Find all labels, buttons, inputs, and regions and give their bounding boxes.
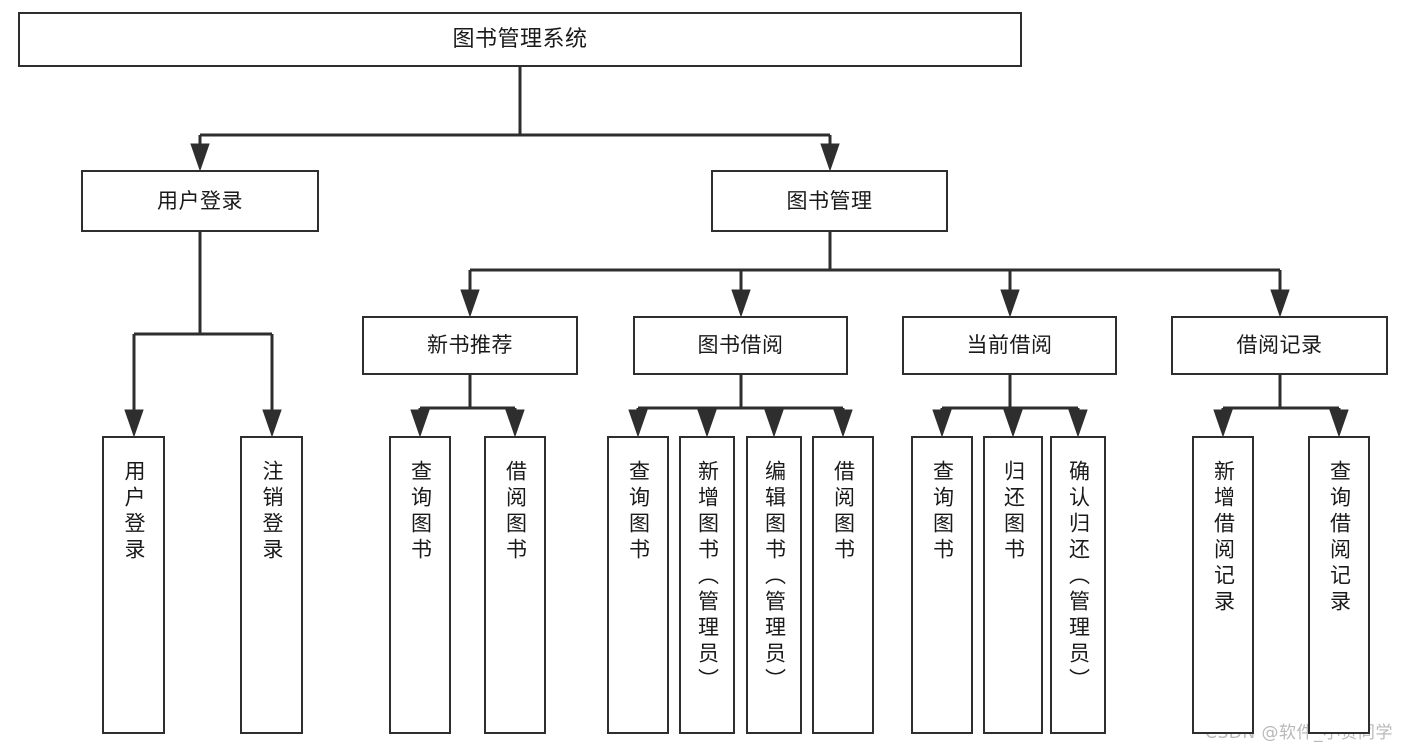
node-leaf-logout[interactable]: 注销登录 — [240, 436, 303, 734]
arrowhead-icon — [1068, 409, 1088, 438]
node-label: 用户登录 — [122, 460, 146, 564]
arrowhead-icon — [1003, 409, 1023, 438]
arrowhead-icon — [820, 143, 840, 172]
node-label: 注销登录 — [260, 460, 284, 564]
arrowhead-icon — [124, 409, 144, 438]
node-new-book-rec[interactable]: 新书推荐 — [362, 316, 578, 375]
arrowhead-icon — [1270, 289, 1290, 318]
arrowhead-icon — [731, 289, 751, 318]
node-leaf-query-1[interactable]: 查询图书 — [389, 436, 451, 734]
arrowhead-icon — [764, 409, 784, 438]
node-book-borrow[interactable]: 图书借阅 — [633, 316, 848, 375]
node-label: 图书管理 — [786, 188, 873, 213]
node-root[interactable]: 图书管理系统 — [18, 12, 1022, 67]
node-label: 查询借阅记录 — [1327, 460, 1352, 616]
arrowhead-icon — [628, 409, 648, 438]
node-label: 借阅图书 — [503, 460, 528, 564]
node-label: 查询图书 — [930, 460, 955, 564]
node-book-manage[interactable]: 图书管理 — [711, 170, 948, 232]
node-label: 借阅记录 — [1236, 333, 1323, 358]
node-label: 图书借阅 — [697, 333, 784, 358]
node-label: 新增借阅记录 — [1211, 460, 1236, 616]
node-current-borrow[interactable]: 当前借阅 — [902, 316, 1117, 375]
node-borrow-record[interactable]: 借阅记录 — [1171, 316, 1388, 375]
arrowhead-icon — [1329, 409, 1349, 438]
node-leaf-confirm[interactable]: 确认归还（管理员） — [1050, 436, 1106, 734]
node-leaf-borrow-1[interactable]: 借阅图书 — [484, 436, 546, 734]
arrowhead-icon — [1000, 289, 1020, 318]
node-label: 查询图书 — [408, 460, 433, 564]
node-leaf-add-book[interactable]: 新增图书（管理员） — [679, 436, 735, 734]
node-user-login[interactable]: 用户登录 — [81, 170, 319, 232]
node-leaf-add-rec[interactable]: 新增借阅记录 — [1192, 436, 1254, 734]
arrowhead-icon — [460, 289, 480, 318]
node-label: 当前借阅 — [966, 333, 1053, 358]
node-label: 图书管理系统 — [452, 26, 588, 52]
arrowhead-icon — [505, 409, 525, 438]
node-leaf-query-2[interactable]: 查询图书 — [607, 436, 669, 734]
node-label: 编辑图书（管理员） — [762, 460, 787, 694]
node-leaf-edit-book[interactable]: 编辑图书（管理员） — [746, 436, 802, 734]
node-label: 用户登录 — [157, 188, 243, 213]
node-leaf-user-login[interactable]: 用户登录 — [102, 436, 165, 734]
node-label: 确认归还（管理员） — [1066, 460, 1091, 694]
node-label: 归还图书 — [1001, 460, 1026, 564]
arrowhead-icon — [1213, 409, 1233, 438]
node-label: 新增图书（管理员） — [695, 460, 720, 694]
arrowhead-icon — [262, 409, 282, 438]
node-leaf-query-rec[interactable]: 查询借阅记录 — [1308, 436, 1370, 734]
node-leaf-return[interactable]: 归还图书 — [983, 436, 1043, 734]
node-label: 新书推荐 — [427, 333, 513, 358]
arrowhead-icon — [697, 409, 717, 438]
arrowhead-icon — [190, 143, 210, 172]
node-leaf-borrow-2[interactable]: 借阅图书 — [812, 436, 874, 734]
node-label: 借阅图书 — [831, 460, 856, 564]
arrowhead-icon — [410, 409, 430, 438]
arrowhead-icon — [833, 409, 853, 438]
node-leaf-query-3[interactable]: 查询图书 — [911, 436, 973, 734]
node-label: 查询图书 — [626, 460, 651, 564]
arrowhead-icon — [932, 409, 952, 438]
